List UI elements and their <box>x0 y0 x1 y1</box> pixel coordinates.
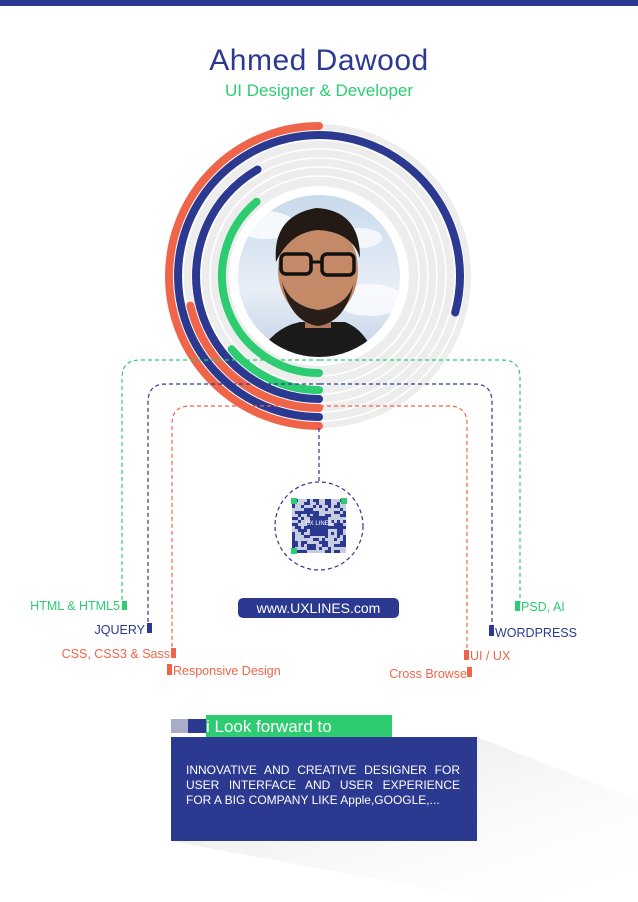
profile-title: UI Designer & Developer <box>224 81 414 100</box>
heading-accent-blue <box>188 719 206 733</box>
skill-label-html: HTML & HTML5 <box>30 599 120 613</box>
skill-connectors <box>121 359 521 652</box>
look-forward-panel <box>171 737 477 841</box>
qr-code: UX LINES <box>291 498 347 554</box>
skill-label-jquery: JQUERY <box>94 623 145 637</box>
heading-bar <box>206 715 392 737</box>
qr-logo-text: UX LINES <box>305 521 332 527</box>
skill-label-uiux: UI / UX <box>470 649 511 663</box>
skill-label-responsive: Responsive Design <box>173 664 281 678</box>
top-accent-bar <box>0 0 638 6</box>
skill-arc-psd <box>227 345 323 394</box>
skill-arc-html <box>218 197 323 377</box>
website-link[interactable]: www.UXLINES.com <box>238 598 399 618</box>
skill-arc-wordpress <box>174 131 464 421</box>
panel-shadow <box>171 737 638 902</box>
heading-accent-grey <box>171 719 188 733</box>
avatar <box>238 195 400 357</box>
skill-label-psd: PSD, AI <box>521 600 565 614</box>
skill-arc-jquery <box>192 165 323 403</box>
look-forward-heading: i Look forward to <box>206 717 332 736</box>
look-forward-body: INNOVATIVE AND CREATIVE DESIGNER FOR USE… <box>186 763 460 807</box>
skill-label-cross-browser: Cross Browse <box>389 667 467 681</box>
skill-arc-css <box>165 122 323 430</box>
skill-label-wordpress: WORDPRESS <box>495 626 577 640</box>
skill-label-css: CSS, CSS3 & Sass <box>61 647 170 661</box>
profile-name: Ahmed Dawood <box>209 44 429 77</box>
